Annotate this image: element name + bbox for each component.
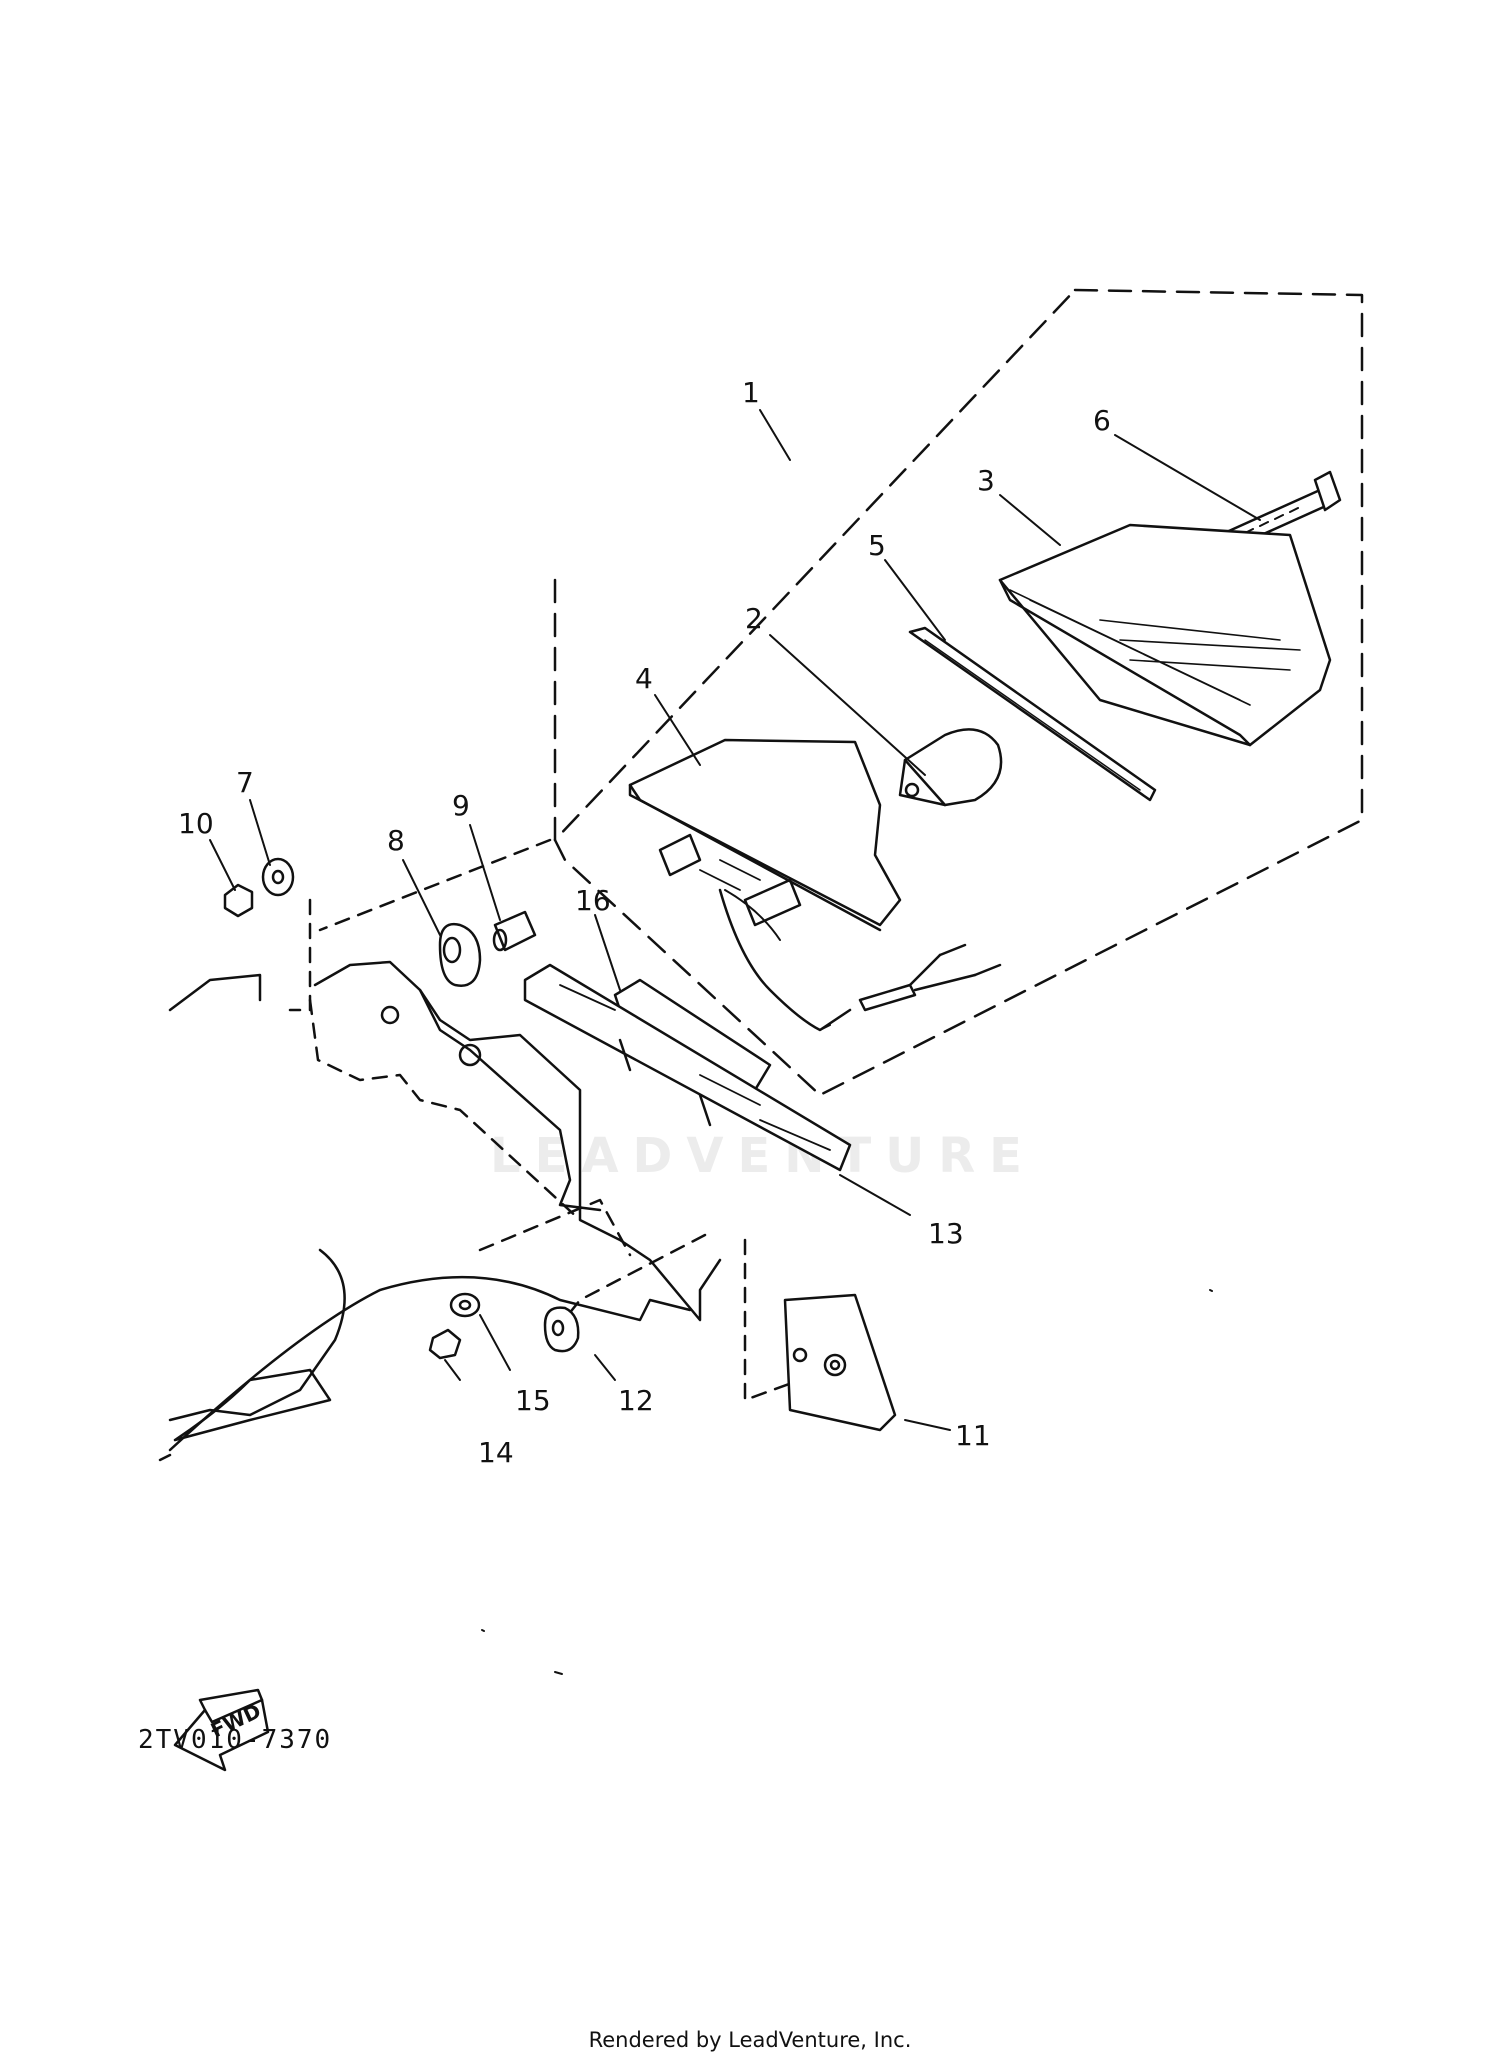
callout-12: 12	[618, 1384, 654, 1417]
callout-13: 13	[928, 1217, 964, 1250]
callout-1: 1	[742, 376, 760, 409]
callout-4: 4	[635, 662, 653, 695]
part-10-nut	[223, 883, 254, 918]
part-9-collar	[492, 910, 537, 952]
centerline-plate	[743, 1238, 802, 1402]
callout-15: 15	[515, 1384, 551, 1417]
callout-16: 16	[575, 884, 611, 917]
part-3-lens	[998, 523, 1332, 747]
leader-lines	[209, 409, 1261, 1431]
centerline-nut	[558, 1233, 707, 1327]
footer-credit: Rendered by LeadVenture, Inc.	[588, 2028, 912, 2052]
assembly-boundary-inner	[553, 838, 822, 1097]
centerline-front	[288, 898, 312, 1012]
part-14-nut	[428, 1328, 462, 1360]
part-8-grommet	[438, 922, 482, 987]
rear-fender-frame	[158, 960, 722, 1462]
callout-9: 9	[452, 789, 470, 822]
part-12-flange-nut	[543, 1306, 580, 1353]
watermark-text: LEADVENTURE	[490, 1128, 1036, 1184]
callout-8: 8	[387, 824, 405, 857]
callout-5: 5	[868, 529, 886, 562]
part-2-bulb	[898, 728, 1003, 807]
part-15-washer	[449, 1292, 481, 1318]
scan-specks	[481, 1289, 1213, 1675]
part-5-gasket	[908, 626, 1157, 802]
callout-2: 2	[745, 602, 763, 635]
callout-10: 10	[178, 807, 214, 840]
part-11-reflector	[783, 1293, 897, 1432]
callout-6: 6	[1093, 404, 1111, 437]
callout-14: 14	[478, 1436, 514, 1469]
part-7-washer	[261, 857, 295, 897]
callout-7: 7	[236, 766, 254, 799]
centerline-bolt	[318, 838, 552, 932]
wire-harness	[718, 888, 1002, 1032]
part-4-housing	[628, 738, 902, 932]
centerline-rear	[478, 1198, 632, 1257]
drawing-code: 2TV010-7370	[138, 1725, 333, 1755]
part-13-bracket	[523, 963, 852, 1172]
callout-11: 11	[955, 1419, 991, 1452]
callout-3: 3	[977, 464, 995, 497]
